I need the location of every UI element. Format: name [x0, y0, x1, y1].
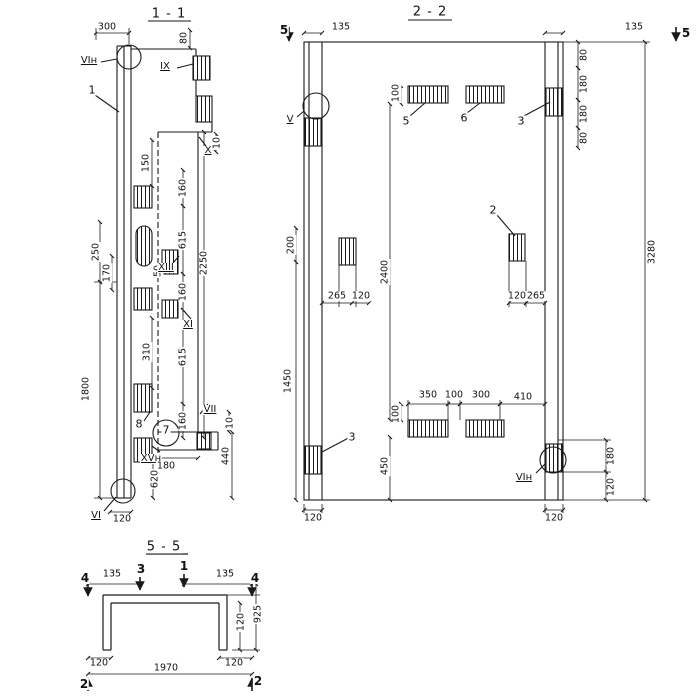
section-2-2-item-label-16: 2	[488, 203, 498, 217]
section-2-2-item-label-13: 3	[516, 114, 526, 128]
section-5-5-cut-label-1: 4	[79, 571, 91, 585]
section-2-2-dim-label-32: 120	[302, 512, 324, 524]
section-5-5-cut-label-13: 2	[252, 674, 264, 688]
section-2-2-dim-label-25: 410	[512, 391, 534, 403]
section-2-2-dim-label-15: 2400	[379, 258, 391, 286]
section-5-5-title-label-0: 5 - 5	[145, 539, 183, 555]
section-1-1-dim-label-11: 250	[90, 241, 102, 263]
section-2-2-item-label-12: 6	[459, 111, 469, 125]
section-1-1-dim-label-16: 2250	[198, 249, 210, 277]
section-1-1-item-label-5: 1	[87, 83, 97, 97]
section-1-1-dim-label-20: 1800	[80, 375, 92, 403]
section-5-5-dim-label-9: 120	[88, 657, 110, 669]
section-2-2-dim-label-30: 180	[605, 445, 617, 467]
section-2-2-cut-label-1: 5	[278, 23, 290, 37]
section-2-2-title-label-0: 2 - 2	[411, 4, 449, 20]
section-2-2-dim-label-21: 265	[525, 290, 547, 302]
section-1-1-title-label-0: 1 - 1	[150, 6, 188, 22]
section-2-2-dim-label-23: 100	[443, 389, 465, 401]
section-1-1-marker-label-3: VIн	[79, 55, 99, 66]
section-2-2-dim-label-33: 120	[543, 512, 565, 524]
section-2-2-dim-label-22: 350	[417, 389, 439, 401]
section-5-5-dim-label-7: 120	[235, 611, 247, 633]
section-1-1-dim-label-1: 300	[96, 21, 118, 33]
section-2-2-linework	[284, 19, 681, 501]
section-2-2-dim-label-18: 265	[326, 290, 348, 302]
section-5-5-dim-label-2: 135	[101, 568, 123, 580]
section-1-1-dim-label-24: 160	[177, 410, 189, 432]
section-1-1-dim-label-8: 150	[140, 152, 152, 174]
section-2-2-dim-label-20: 120	[506, 290, 528, 302]
section-5-5-dim-label-5: 135	[214, 568, 236, 580]
section-2-2-marker-label-9: V	[285, 114, 295, 125]
section-1-1-dim-label-25: 10	[224, 415, 236, 431]
section-1-1-item-label-21: 8	[134, 417, 144, 431]
section-2-2-dim-label-14: 200	[285, 234, 297, 256]
section-1-1-dim-label-15: 160	[177, 281, 189, 303]
section-1-1-marker-label-23: VII	[202, 404, 218, 415]
section-2-2-dim-label-2: 135	[330, 21, 352, 33]
section-2-2-dim-label-5: 80	[578, 47, 590, 63]
section-5-5-dim-label-8: 925	[252, 603, 264, 625]
section-2-2-dims	[293, 30, 650, 514]
section-1-1-marker-label-14: XIII	[157, 262, 175, 273]
section-2-2-dim-label-34: 3280	[646, 238, 658, 266]
section-1-1-dim-label-29: 620	[149, 468, 161, 490]
section-2-2-item-label-27: 3	[347, 430, 357, 444]
section-5-5-cut-label-12: 2	[78, 677, 90, 691]
section-2-2-dim-label-17: 1450	[282, 367, 294, 395]
section-1-1-dim-label-31: 120	[111, 513, 133, 525]
section-2-2-dim-label-28: 450	[379, 455, 391, 477]
section-1-1-marker-label-6: X	[203, 145, 213, 156]
section-1-1-dim-label-12: 170	[101, 262, 113, 284]
section-5-5-linework	[83, 553, 257, 691]
section-5-5-cut-label-6: 4	[249, 571, 261, 585]
section-1-1-marker-label-17: XI	[182, 319, 194, 330]
section-2-2-dim-label-3: 135	[623, 21, 645, 33]
section-1-1-dim-label-9: 160	[177, 177, 189, 199]
section-2-2-dim-label-26: 100	[390, 403, 402, 425]
section-5-5-cut-label-4: 1	[178, 559, 190, 573]
section-2-2-dim-label-6: 180	[578, 73, 590, 95]
section-5-5-cut-label-3: 3	[135, 562, 147, 576]
section-2-2-dim-label-8: 80	[578, 130, 590, 146]
section-2-2-cut-label-4: 5	[680, 26, 692, 40]
section-5-5-dim-label-11: 120	[223, 657, 245, 669]
section-1-1-dim-label-27: 180	[155, 460, 177, 472]
section-1-1-item-label-22: 7	[161, 423, 171, 437]
section-2-2-dim-label-7: 180	[578, 103, 590, 125]
section-1-1-dim-label-19: 615	[177, 346, 189, 368]
section-1-1-dim-label-10: 615	[177, 229, 189, 251]
section-1-1-marker-label-26: XVн	[139, 453, 163, 464]
section-1-1-dim-label-28: 440	[220, 445, 232, 467]
section-2-2-item-label-11: 5	[401, 114, 411, 128]
section-2-2-dim-label-31: 120	[605, 476, 617, 498]
section-1-1-dim-label-2: 80	[178, 30, 190, 46]
section-1-1-linework	[94, 20, 219, 512]
section-1-1-dim-label-7: 10	[211, 135, 223, 151]
section-1-1-marker-label-30: VI	[90, 510, 102, 521]
section-2-2-marker-label-29: VIн	[514, 472, 534, 483]
section-1-1-marker-label-4: IX	[159, 61, 171, 72]
section-5-5-dim-label-10: 1970	[152, 662, 180, 674]
section-2-2-dim-label-10: 100	[390, 82, 402, 104]
section-2-2-dim-label-19: 120	[350, 290, 372, 302]
section-1-1-dim-label-18: 310	[141, 341, 153, 363]
section-2-2-dim-label-24: 300	[470, 389, 492, 401]
